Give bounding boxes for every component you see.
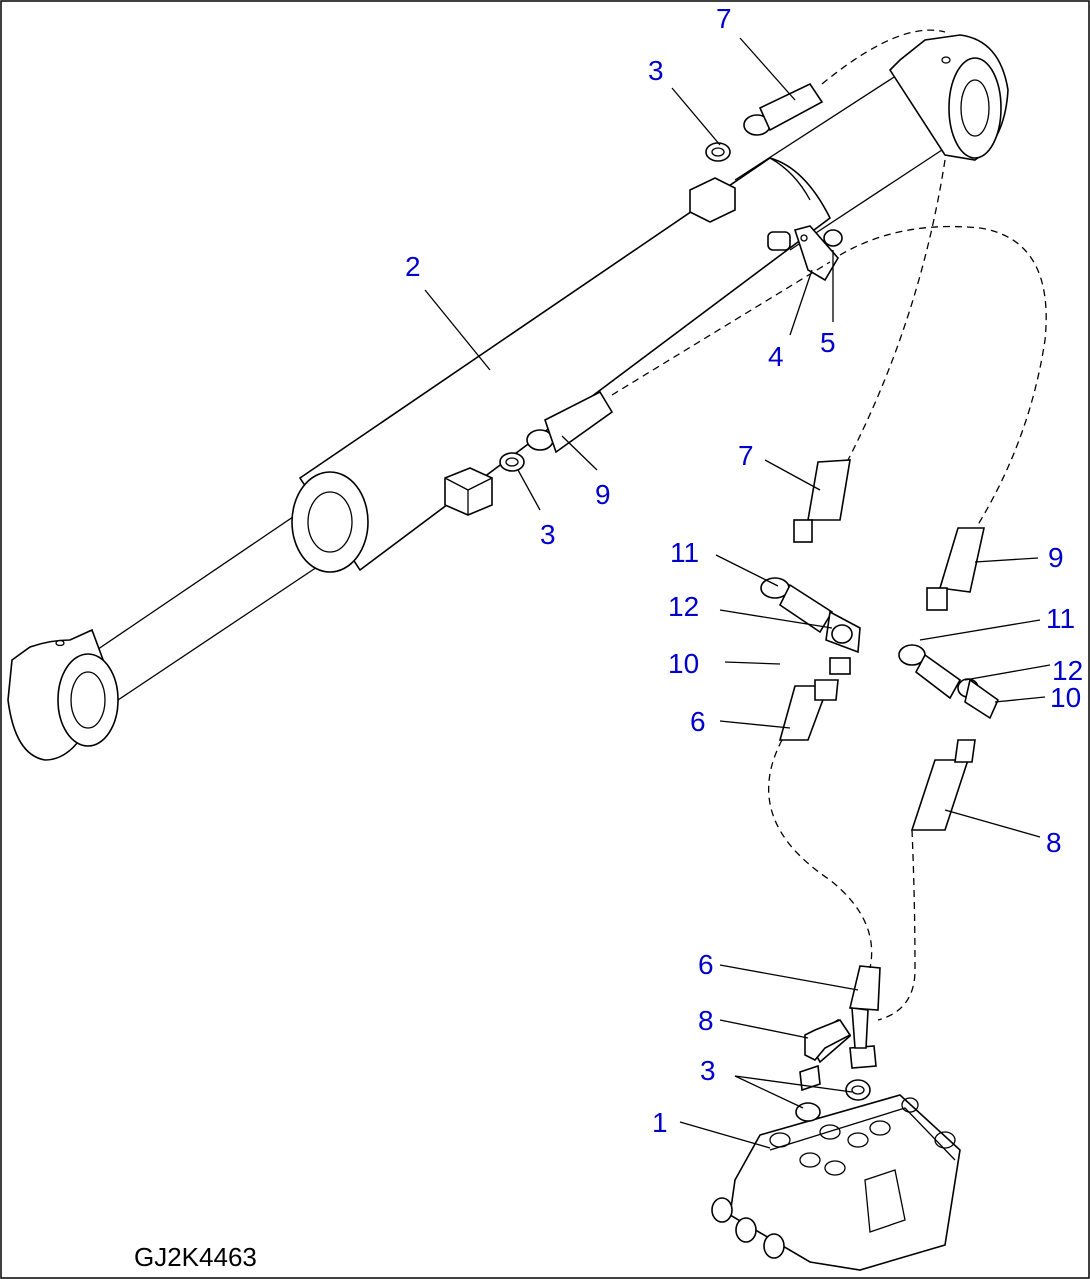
callout-6-upper: 6 xyxy=(690,706,706,737)
callout-9-cylinder-bottom: 9 xyxy=(595,479,611,510)
callout-1-valve: 1 xyxy=(652,1107,668,1138)
clamp-bracket xyxy=(767,225,843,282)
hoses xyxy=(611,29,1047,1021)
callout-5-bolt: 5 xyxy=(820,327,836,358)
callout-11-left: 11 xyxy=(670,537,699,568)
callout-8-valve: 8 xyxy=(698,1005,714,1036)
swivel-elbow-left xyxy=(760,577,861,675)
valve-hose-fittings xyxy=(804,965,881,1061)
callout-12-left: 12 xyxy=(668,591,699,622)
hose-fittings-upper xyxy=(793,459,985,611)
callout-3-valve: 3 xyxy=(700,1055,716,1086)
drawing-code: GJ2K4463 xyxy=(134,1242,257,1272)
control-valve xyxy=(711,1018,961,1271)
callout-8-hose: 8 xyxy=(1046,827,1062,858)
leader-lines xyxy=(424,37,1051,1149)
fittings-cylinder xyxy=(499,82,824,472)
callout-3-cylinder-bottom: 3 xyxy=(540,519,556,550)
hydraulic-cylinder xyxy=(7,34,1009,761)
callout-4-clamp: 4 xyxy=(768,341,784,372)
callout-6-valve: 6 xyxy=(698,949,714,980)
callout-2-cylinder: 2 xyxy=(405,251,421,282)
callout-10-right: 10 xyxy=(1050,682,1081,713)
callout-10-left: 10 xyxy=(668,648,699,679)
callout-11-right: 11 xyxy=(1046,603,1075,634)
swivel-elbow-right xyxy=(898,644,999,720)
callouts: 7 3 2 4 5 9 3 7 11 12 10 6 9 11 12 10 8 … xyxy=(405,3,1083,1138)
callout-7-hose: 7 xyxy=(738,440,754,471)
callout-12-right: 12 xyxy=(1052,655,1083,686)
callout-9-hose: 9 xyxy=(1048,542,1064,573)
hose-fittings-lower xyxy=(778,679,976,831)
callout-7-cylinder-head: 7 xyxy=(716,3,732,34)
callout-3-cylinder-head: 3 xyxy=(648,55,664,86)
